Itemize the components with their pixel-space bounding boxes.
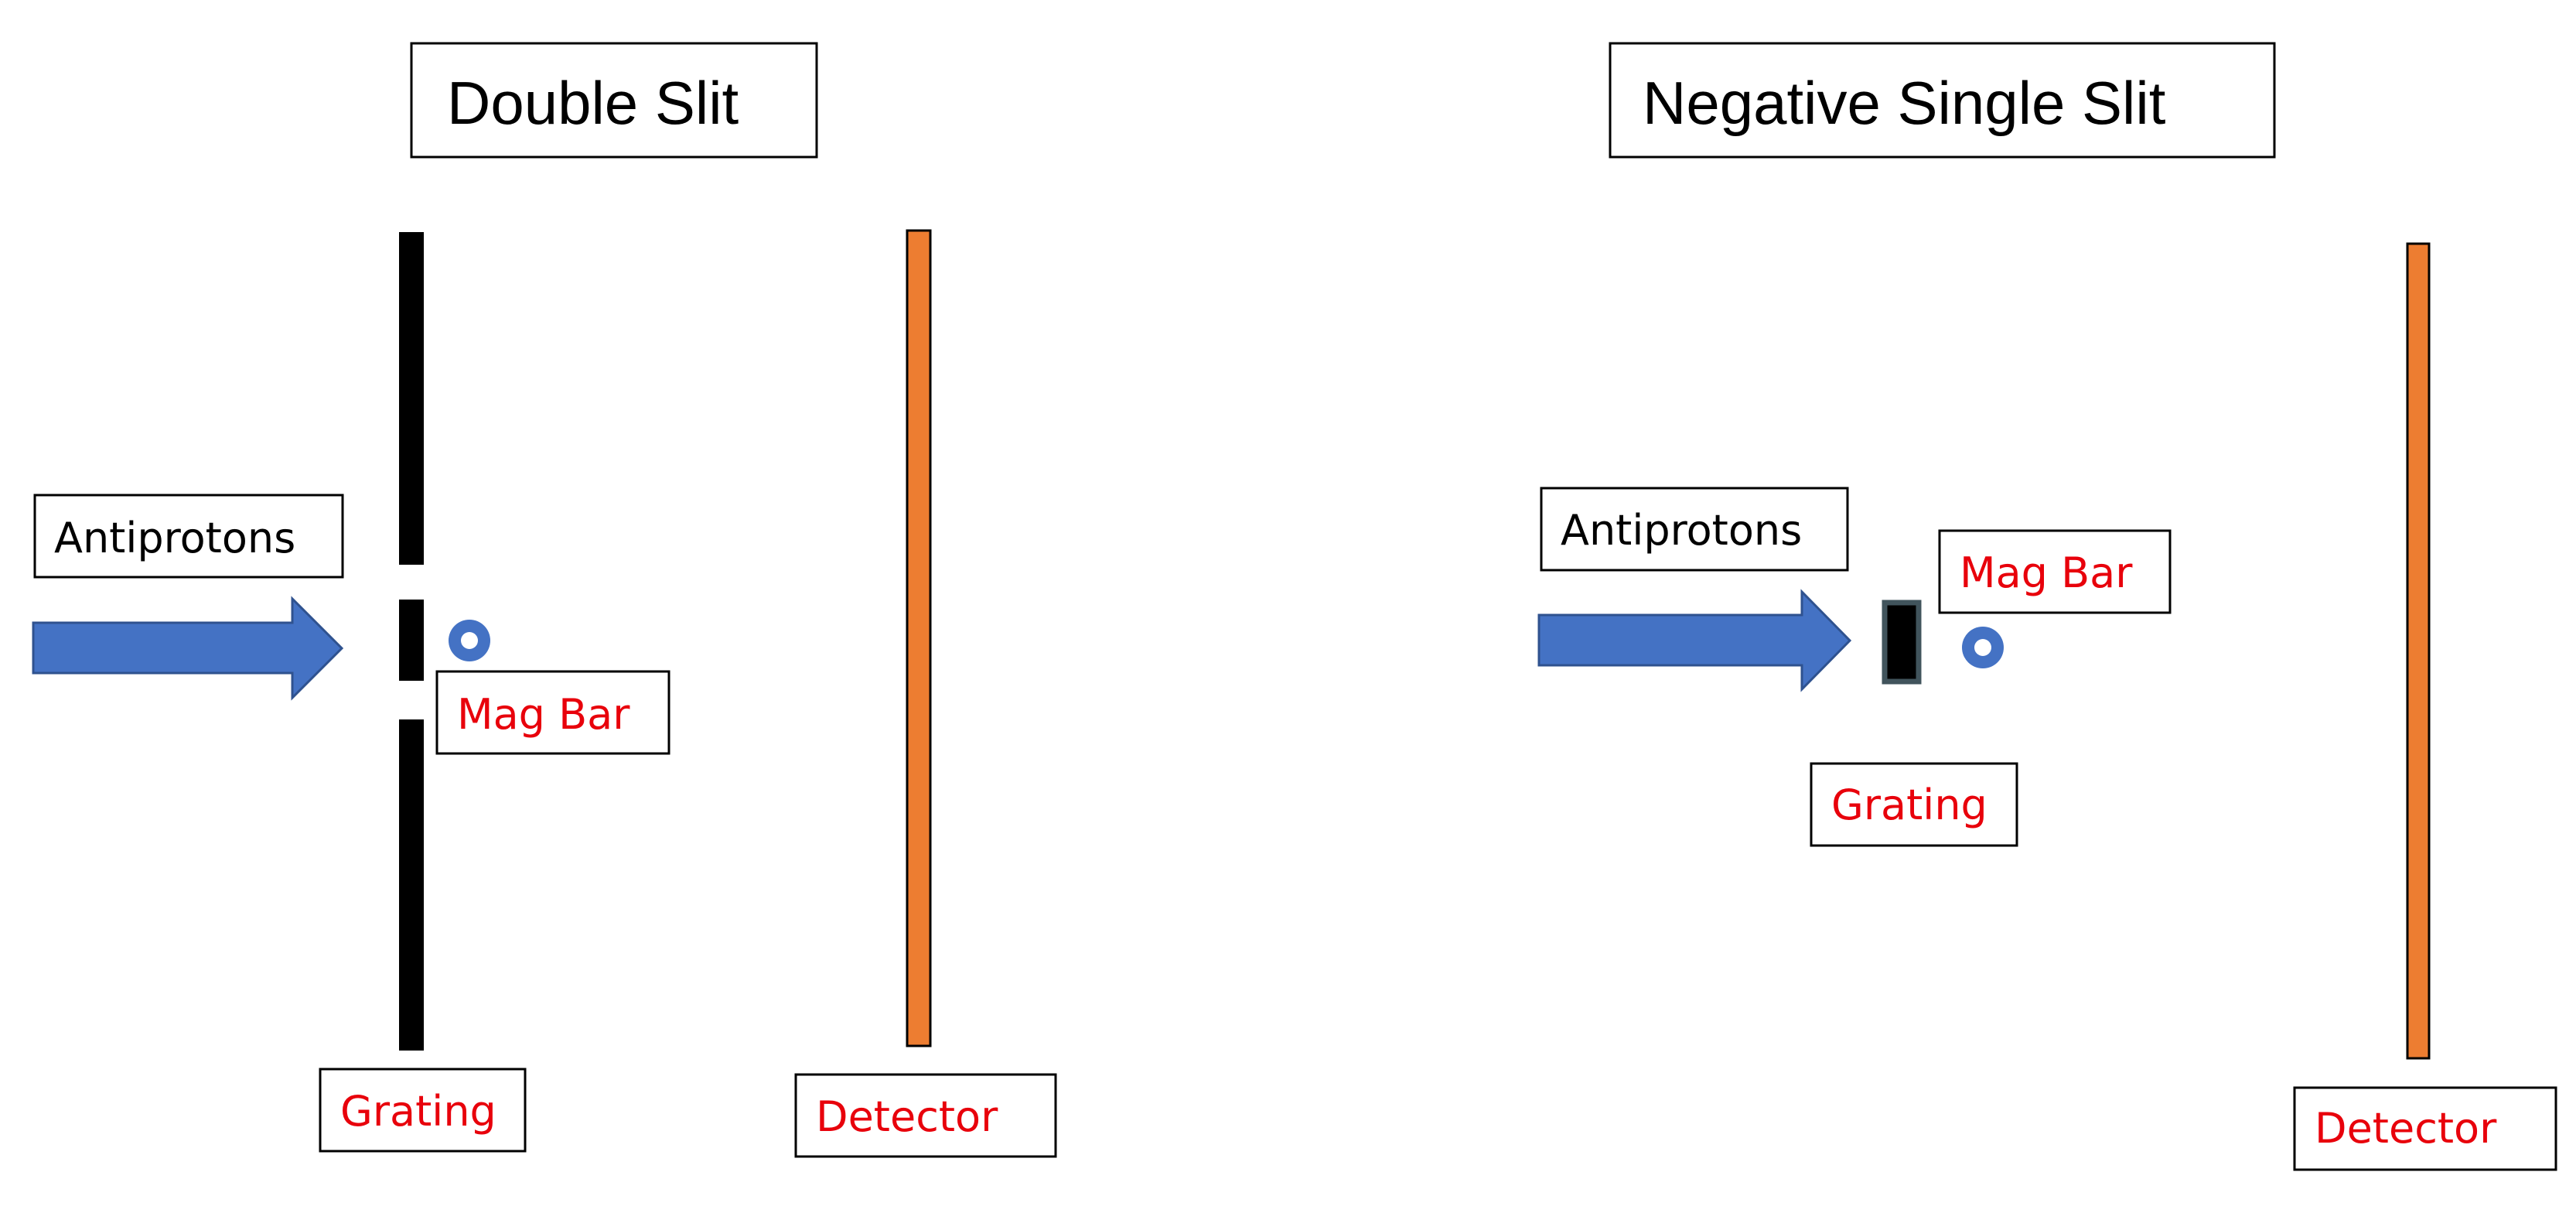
single-slit-grating xyxy=(1882,600,1922,685)
double-slit-title-box: Double Slit xyxy=(410,42,818,159)
right-mag-bar-label-box: Mag Bar xyxy=(1938,529,2172,614)
left-mag-bar-label-box: Mag Bar xyxy=(435,670,670,755)
negative-single-slit-title: Negative Single Slit xyxy=(1643,69,2166,137)
grating-upper-bar xyxy=(399,232,424,565)
left-mag-bar-label: Mag Bar xyxy=(457,690,630,739)
left-antiprotons-label: Antiprotons xyxy=(54,514,295,562)
right-grating-label: Grating xyxy=(1831,781,1987,829)
left-detector-label: Detector xyxy=(816,1092,998,1141)
right-antiprotons-label-box: Antiprotons xyxy=(1540,487,1849,572)
negative-single-slit-panel: Negative Single Slit Antiprotons Mag Bar… xyxy=(1537,42,2557,1171)
right-detector xyxy=(2406,242,2431,1060)
negative-single-slit-title-box: Negative Single Slit xyxy=(1609,42,2276,159)
right-mag-bar-icon xyxy=(1962,627,2004,668)
left-detector-label-box: Detector xyxy=(794,1073,1057,1158)
left-antiprotons-label-box: Antiprotons xyxy=(33,494,344,579)
right-antiprotons-label: Antiprotons xyxy=(1561,506,1802,555)
right-beam-arrow-icon xyxy=(1537,589,1852,692)
grating-lower-bar xyxy=(399,719,424,1051)
left-grating-label: Grating xyxy=(340,1087,496,1136)
left-beam-arrow-icon xyxy=(32,596,344,701)
double-slit-title: Double Slit xyxy=(447,69,739,137)
right-detector-label: Detector xyxy=(2315,1104,2497,1153)
double-slit-panel: Double Slit Antiprotons Mag Bar Grating xyxy=(32,42,1057,1158)
right-detector-label-box: Detector xyxy=(2293,1086,2557,1171)
right-mag-bar-label: Mag Bar xyxy=(1960,548,2133,597)
grating-middle-bar xyxy=(399,600,424,681)
left-grating-label-box: Grating xyxy=(319,1068,527,1153)
left-detector xyxy=(906,229,932,1047)
left-mag-bar-icon xyxy=(449,620,490,661)
right-grating-label-box: Grating xyxy=(1810,762,2018,847)
double-slit-grating xyxy=(399,232,424,1051)
